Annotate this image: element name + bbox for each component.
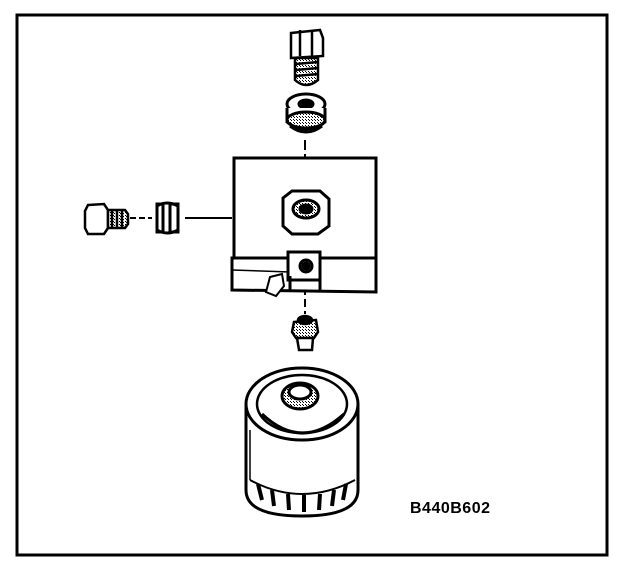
figure-code: B440B602 (410, 500, 491, 517)
oil-filter-adapter-block (230, 156, 378, 298)
oil-filter-cartridge (244, 366, 360, 518)
banjo-bolt (289, 28, 325, 87)
sealing-washers (285, 92, 327, 134)
figure-frame (15, 13, 609, 557)
inlet-washer (155, 201, 180, 235)
oil-pressure-switch (290, 314, 320, 352)
inlet-bolt (83, 202, 130, 236)
